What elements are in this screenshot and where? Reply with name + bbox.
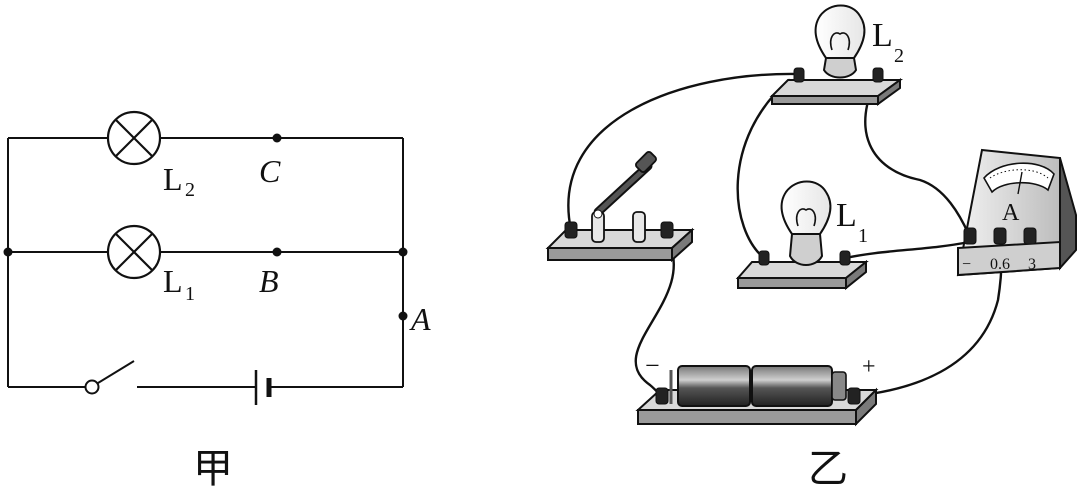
ammeter-symbol: A (1002, 200, 1020, 226)
bulb-l2 (769, 4, 904, 106)
wire-l2-to-l1 (736, 78, 791, 260)
wire-l2-to-meter (864, 74, 971, 237)
switch-symbol (84, 360, 135, 395)
battery-symbol (254, 370, 272, 405)
bulb-l1-label: L (836, 197, 857, 234)
ammeter-terminal-0-6: 0.6 (990, 256, 1010, 273)
point-b-label: B (259, 263, 279, 299)
bulb-l2-label: L (872, 17, 893, 54)
physical-caption: 乙 (808, 446, 848, 491)
lamp-l1-symbol (106, 224, 162, 280)
ammeter-terminal-negative: − (962, 256, 971, 273)
bulb-l1-subscript: 1 (858, 225, 868, 247)
lamp-l2-label: L (163, 161, 183, 197)
battery-holder (635, 365, 879, 427)
lamp-l1-subscript: 1 (185, 283, 195, 305)
bulb-l2-subscript: 2 (894, 45, 904, 67)
lamp-l1-label: L (163, 263, 183, 299)
battery-positive-sign: + (862, 354, 876, 380)
circuit-schematic (7, 137, 404, 388)
junction-dots (3, 133, 408, 321)
knife-switch (545, 151, 695, 263)
point-c-label: C (259, 153, 281, 189)
battery-negative-sign: − (645, 351, 660, 380)
ammeter (956, 148, 1077, 277)
lamp-l2-symbol (106, 110, 162, 166)
ammeter-terminal-3: 3 (1028, 256, 1036, 273)
wire-switch-to-l2 (567, 72, 800, 232)
schematic-caption: 甲 (193, 446, 233, 491)
wire-l1-to-meter (844, 240, 971, 260)
point-a-label: A (409, 301, 431, 337)
bulb-l1 (735, 180, 869, 291)
lamp-l2-subscript: 2 (185, 179, 195, 201)
